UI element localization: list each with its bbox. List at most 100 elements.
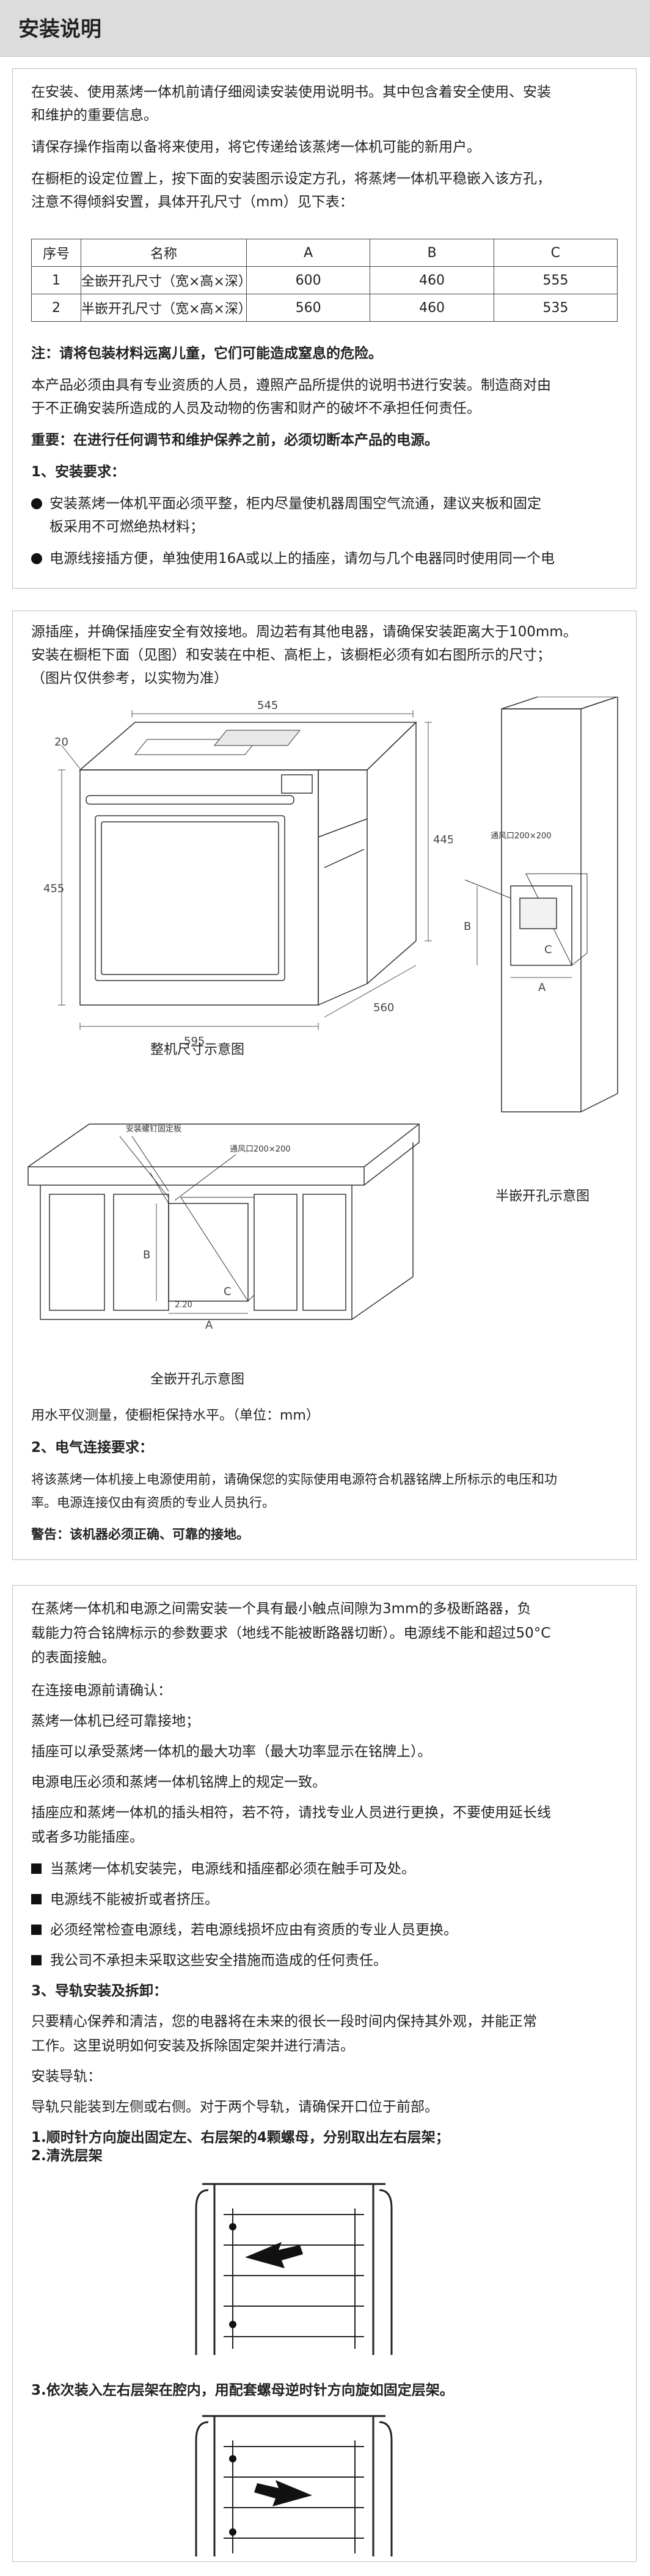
dim-label: A <box>205 1319 213 1332</box>
important-note: 重要：在进行任何调节和维护保养之前，必须切断本产品的电源。 <box>31 432 439 448</box>
table-header: 序号 <box>31 239 81 267</box>
dim-label: A <box>538 981 546 994</box>
table-header: 名称 <box>81 239 247 267</box>
rail-text: 导轨只能装到左侧或右侧。对于两个导轨，请确保开口位于前部。 <box>31 2099 439 2115</box>
table-row: 2 半嵌开孔尺寸（宽×高×深） 560 460 535 <box>31 294 618 322</box>
safety-item: 我公司不承担未采取这些安全措施而造成的任何责任。 <box>31 1950 387 1972</box>
elec-text: 率。电源连接仅由有资质的专业人员执行。 <box>31 1495 275 1510</box>
safety-text: 电源线不能被折或者挤压。 <box>50 1892 219 1907</box>
body-line: 载能力符合铭牌标示的参数要求（地线不能被断路器切断）。电源线不能和超过50°C <box>31 1625 551 1641</box>
confirm-item: 蒸烤一体机已经可靠接地； <box>31 1713 200 1729</box>
table-header: B <box>370 239 494 267</box>
bullet-dot-icon <box>31 498 42 509</box>
bracket-label: 安装螺钉固定板 <box>126 1125 181 1134</box>
table-row: 1 全嵌开孔尺寸（宽×高×深） 600 460 555 <box>31 266 618 294</box>
bullet-item: 电源线接插方便，单独使用16A或以上的插座，请勿与几个电器同时使用同一个电 <box>31 548 555 570</box>
dim-label: 595 <box>184 1035 205 1048</box>
page-title: 安装说明 <box>18 17 101 42</box>
table-header-row: 序号 名称 A B C <box>31 239 618 267</box>
arrow-icon <box>254 2480 312 2506</box>
rail-title: 安装导轨： <box>31 2069 101 2084</box>
bullet-text: 板采用不可燃绝热材料； <box>49 519 204 535</box>
dim-label: 560 <box>373 1001 394 1014</box>
electrical-card: 在蒸烤一体机和电源之间需安装一个具有最小触点间隙为3mm的多极断路器，负 载能力… <box>12 1585 637 2562</box>
intro-line: 注意不得倾斜安置，具体开孔尺寸（mm）见下表： <box>31 194 354 210</box>
body-line: 源插座，并确保插座安全有效接地。周边若有其他电器，请确保安装距离大于100mm。 <box>31 624 577 640</box>
level-text: 用水平仪测量，使橱柜保持水平。（单位：mm） <box>31 1408 320 1423</box>
table-cell: 460 <box>370 266 494 294</box>
bullet-text: 安装蒸烤一体机平面必须平整，柜内尽量使机器周围空气流通，建议夹板和固定 <box>49 496 541 512</box>
confirm-title: 在连接电源前请确认： <box>31 1683 172 1699</box>
dim-label: B <box>143 1249 150 1261</box>
table-cell: 2 <box>31 294 81 322</box>
safety-text: 必须经常检查电源线，若电源线损坏应由有资质的专业人员更换。 <box>50 1922 458 1938</box>
section-title: 2、电气连接要求： <box>31 1440 154 1456</box>
intro-line: 在橱柜的设定位置上，按下面的安装图示设定方孔，将蒸烤一体机平稳嵌入该方孔， <box>31 171 551 187</box>
body-line: （图片仅供参考，以实物为准） <box>31 670 228 686</box>
vent-label: 通风口200×200 <box>230 1145 291 1154</box>
arrow-icon <box>245 2242 303 2268</box>
square-bullet-icon <box>31 1925 42 1935</box>
step-text: 2.清洗层架 <box>31 2148 103 2164</box>
full-caption: 全嵌开孔示意图 <box>150 1372 245 1387</box>
table-cell: 600 <box>246 266 371 294</box>
table-cell: 1 <box>31 266 81 294</box>
safety-item: 电源线不能被折或者挤压。 <box>31 1888 219 1910</box>
packaging-note: 注：请将包装材料远离儿童，它们可能造成窒息的危险。 <box>31 346 382 361</box>
step-text: 1.顺时针方向旋出固定左、右层架的4颗螺母，分别取出左右层架； <box>31 2130 450 2146</box>
spec-table: 序号 名称 A B C 1 全嵌开孔尺寸（宽×高×深） 600 460 555 … <box>31 239 618 322</box>
dim-label: 20 <box>54 736 68 749</box>
confirm-item: 插座可以承受蒸烤一体机的最大功率（最大功率显示在铭牌上）。 <box>31 1744 432 1760</box>
body-line: 在蒸烤一体机和电源之间需安装一个具有最小触点间隙为3mm的多极断路器，负 <box>31 1601 531 1617</box>
vent-label: 通风口200×200 <box>491 832 552 841</box>
square-bullet-icon <box>31 1955 42 1965</box>
table-cell: 半嵌开孔尺寸（宽×高×深） <box>81 294 252 322</box>
intro-line: 请保存操作指南以备将来使用，将它传递给该蒸烤一体机可能的新用户。 <box>31 139 481 155</box>
table-cell: 460 <box>370 294 494 322</box>
elec-text: 将该蒸烤一体机接上电源使用前，请确保您的实际使用电源符合机器铭牌上所标示的电压和… <box>31 1472 557 1487</box>
dim-label: 445 <box>433 833 453 846</box>
full-embed-diagram: 安装螺钉固定板 通风口200×200 B A C 2.20 <box>27 1123 420 1332</box>
half-caption: 半嵌开孔示意图 <box>495 1189 590 1204</box>
half-embed-diagram: 通风口200×200 B A C <box>464 697 618 1112</box>
table-header: C <box>493 239 618 267</box>
square-bullet-icon <box>31 1863 42 1874</box>
page-header: 安装说明 <box>0 0 650 57</box>
table-cell: 560 <box>246 294 371 322</box>
machine-dimension-diagram: 545 20 455 445 595 560 <box>43 699 453 1048</box>
machine-caption: 整机尺寸示意图 <box>150 1042 245 1058</box>
table-cell: 555 <box>493 266 618 294</box>
bullet-item: 安装蒸烤一体机平面必须平整，柜内尽量使机器周围空气流通，建议夹板和固定 <box>31 493 541 515</box>
pro-install-note: 于不正确安装所造成的人员及动物的伤害和财产的破坏不承担任何责任。 <box>31 401 481 416</box>
table-header: A <box>246 239 371 267</box>
intro-card: 在安装、使用蒸烤一体机前请仔细阅读安装使用说明书。其中包含着安全使用、安装 和维… <box>12 68 637 589</box>
section-title: 1、安装要求： <box>31 464 126 480</box>
body-line: 只要精心保养和清洁，您的电器将在未来的很长一段时间内保持其外观，并能正常 <box>31 2014 537 2030</box>
dim-label: 545 <box>257 699 278 712</box>
bullet-text: 电源线接插方便，单独使用16A或以上的插座，请勿与几个电器同时使用同一个电 <box>49 551 555 567</box>
install-diagram-card: 源插座，并确保插座安全有效接地。周边若有其他电器，请确保安装距离大于100mm。… <box>12 611 637 1560</box>
confirm-item: 电源电压必须和蒸烤一体机铭牌上的规定一致。 <box>31 1774 326 1790</box>
dim-label: 455 <box>43 882 64 895</box>
body-line: 的表面接触。 <box>31 1650 115 1666</box>
confirm-item: 或者多功能插座。 <box>31 1829 144 1845</box>
safety-item: 必须经常检查电源线，若电源线损坏应由有资质的专业人员更换。 <box>31 1919 458 1941</box>
intro-line: 在安装、使用蒸烤一体机前请仔细阅读安装使用说明书。其中包含着安全使用、安装 <box>31 84 551 100</box>
table-cell: 全嵌开孔尺寸（宽×高×深） <box>81 266 252 294</box>
square-bullet-icon <box>31 1894 42 1904</box>
dim-label: C <box>224 1285 232 1298</box>
dim-label: B <box>464 920 471 933</box>
bullet-dot-icon <box>31 553 42 564</box>
warning-text: 警告：该机器必须正确、可靠的接地。 <box>31 1527 249 1542</box>
safety-text: 当蒸烤一体机安装完，电源线和插座都必须在触手可及处。 <box>50 1861 415 1877</box>
safety-text: 我公司不承担未采取这些安全措施而造成的任何责任。 <box>50 1953 387 1968</box>
body-line: 工作。这里说明如何安装及拆除固定架并进行清洁。 <box>31 2038 354 2054</box>
rack-install-illustration <box>195 2415 393 2556</box>
rack-removal-illustration <box>195 2183 393 2355</box>
step-text: 3.依次装入左右层架在腔内，用配套螺母逆时针方向旋如固定层架。 <box>31 2382 454 2398</box>
section-title: 3、导轨安装及拆卸： <box>31 1983 168 1999</box>
intro-line: 和维护的重要信息。 <box>31 107 158 123</box>
confirm-item: 插座应和蒸烤一体机的插头相符，若不符，请找专业人员进行更换，不要使用延长线 <box>31 1805 551 1821</box>
dim-label: C <box>544 943 552 956</box>
body-line: 安装在橱柜下面（见图）和安装在中柜、高柜上，该橱柜必须有如右图所示的尺寸； <box>31 647 551 663</box>
